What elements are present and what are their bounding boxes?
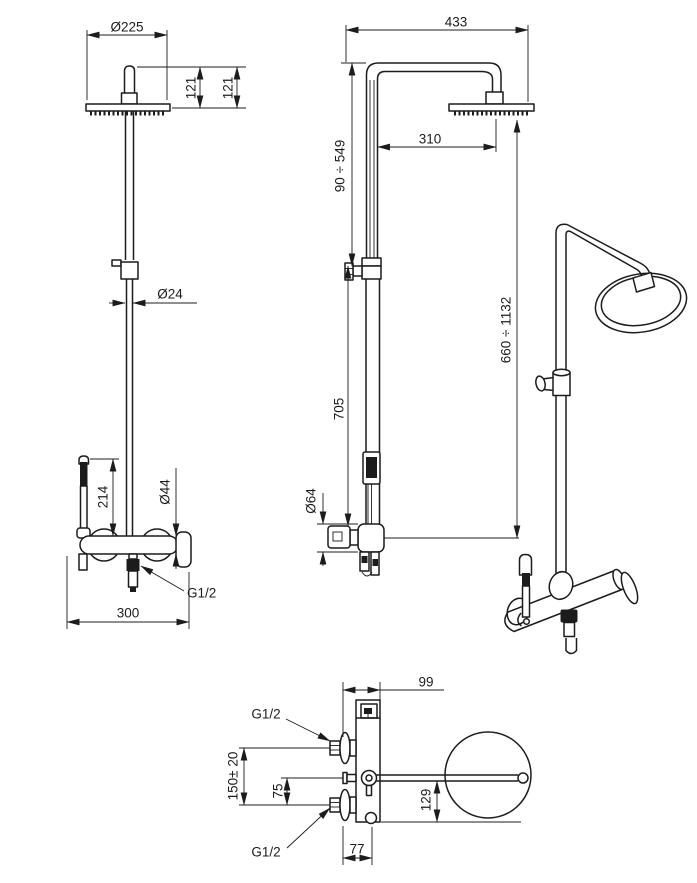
mixer-handle-side [327, 525, 351, 549]
outlet-neck [128, 553, 138, 560]
dim-label-head-offset-a: 121 [184, 77, 199, 100]
clip-side [361, 571, 373, 577]
dim-label-head-offset-b: 121 [221, 77, 236, 100]
valve-plan [360, 769, 378, 787]
handshower-grip [80, 462, 88, 486]
outlet-spout [127, 570, 139, 588]
arm-3d-outer [555, 223, 651, 282]
arm-end-nut-plan [517, 772, 529, 784]
wall-elbow [78, 553, 88, 571]
perspective-view [504, 223, 688, 655]
mixer-handle-3d [620, 571, 639, 605]
dim-label-arm-reach-total: 433 [445, 15, 468, 30]
handshower-grip-side [366, 457, 377, 478]
handshower-knurl-side [372, 559, 378, 566]
outlet-3d-clip [565, 638, 578, 655]
shower-head-plate-side [448, 103, 535, 112]
slider-ring-top-3d [552, 368, 571, 377]
escutcheon-3d-center [548, 570, 574, 601]
dim-label-depth-total: 99 [418, 675, 433, 690]
dim-label-handshower-length: 214 [96, 485, 111, 508]
head-nut-side [485, 91, 504, 105]
mixer-handle [175, 531, 192, 568]
slider-tab [111, 259, 122, 267]
dim-label-outlet-offset: 75 [271, 783, 286, 798]
shower-arm-inner [376, 70, 494, 258]
dim-label-outlet-thread: G1/2 [187, 586, 216, 601]
slider-block-side [361, 265, 382, 280]
mixer-body-plan [355, 699, 381, 823]
dim-label-upper-column-range: 90 ÷ 549 [333, 140, 348, 192]
dim-label-overall-height-range: 660 ÷ 1132 [499, 297, 514, 363]
inlet-nipple-bottom [329, 797, 341, 813]
dim-label-inlet-thread-top: G1/2 [251, 707, 280, 722]
dim-label-column-diameter: Ø24 [157, 287, 183, 302]
slider-block [120, 261, 139, 280]
slider-stem-side [352, 265, 363, 277]
mixer-connector-side [349, 529, 359, 546]
inlet-flange-top [339, 731, 351, 765]
outlet-knurl-ring [126, 559, 140, 571]
front-view: Ø225 121 121 Ø24 214 Ø44 G1/2 300 [66, 20, 246, 629]
valve-neck-plan [346, 773, 357, 783]
leader-inlet-bottom [286, 807, 331, 849]
handshower-3d-grip [522, 573, 530, 586]
outlet-tip [130, 587, 136, 592]
plan-view: 99 G1/2 G1/2 150± 20 75 129 77 [226, 675, 532, 865]
dim-label-inlet-thread-bottom: G1/2 [251, 845, 280, 860]
outlet-knurl-side [361, 556, 368, 563]
inlet-nipple-top [329, 740, 341, 756]
shower-head-plate [85, 103, 171, 112]
dim-label-body-diameter: Ø44 [158, 479, 173, 505]
valve-center-plan [365, 774, 373, 782]
inlet-spacer-top [349, 739, 357, 757]
mixer-bar [79, 535, 179, 555]
handshower-body [79, 485, 88, 531]
side-view: 433 90 ÷ 549 705 310 660 ÷ 1132 Ø64 [304, 15, 535, 577]
leader-outlet-thread [140, 565, 185, 592]
shower-arm-outer [365, 62, 502, 258]
dim-label-lower-column-length: 705 [332, 398, 347, 421]
dim-label-outlet-depth: 77 [349, 842, 364, 857]
dim-label-arm-reach-center: 310 [419, 132, 442, 147]
dim-label-body-width: 300 [117, 606, 140, 621]
head-connector-nut [120, 92, 138, 105]
inlet-flange-bottom [339, 788, 351, 822]
head-nut-3d [632, 271, 656, 293]
handshower-3d-cap [518, 553, 533, 576]
outlet-3d-spout [563, 621, 576, 638]
handle-detail [332, 531, 343, 542]
handshower-3d-clip [522, 617, 531, 626]
valve-stem-plan [365, 784, 373, 797]
outlet-3d-knurl [560, 609, 578, 623]
dim-label-head-diameter: Ø225 [110, 20, 143, 35]
mixer-body-side [357, 523, 385, 553]
handshower-3d-hook [517, 612, 522, 627]
arm-3d-inner [565, 230, 643, 278]
mixer-body-3d [504, 569, 623, 633]
leader-inlet-top [285, 718, 331, 742]
handshower-3d-body [521, 585, 531, 618]
dim-label-head-center-offset: 129 [419, 789, 434, 812]
dim-label-escutcheon-diameter: Ø64 [304, 488, 319, 514]
inlet-spacer-bottom [349, 796, 357, 814]
dim-label-inlet-spacing: 150± 20 [226, 752, 241, 801]
slider-top-side [361, 257, 382, 267]
slider-knob-3d [535, 375, 546, 392]
outlet-plan-circle [364, 811, 378, 825]
diverter-knob-plan [364, 708, 372, 714]
